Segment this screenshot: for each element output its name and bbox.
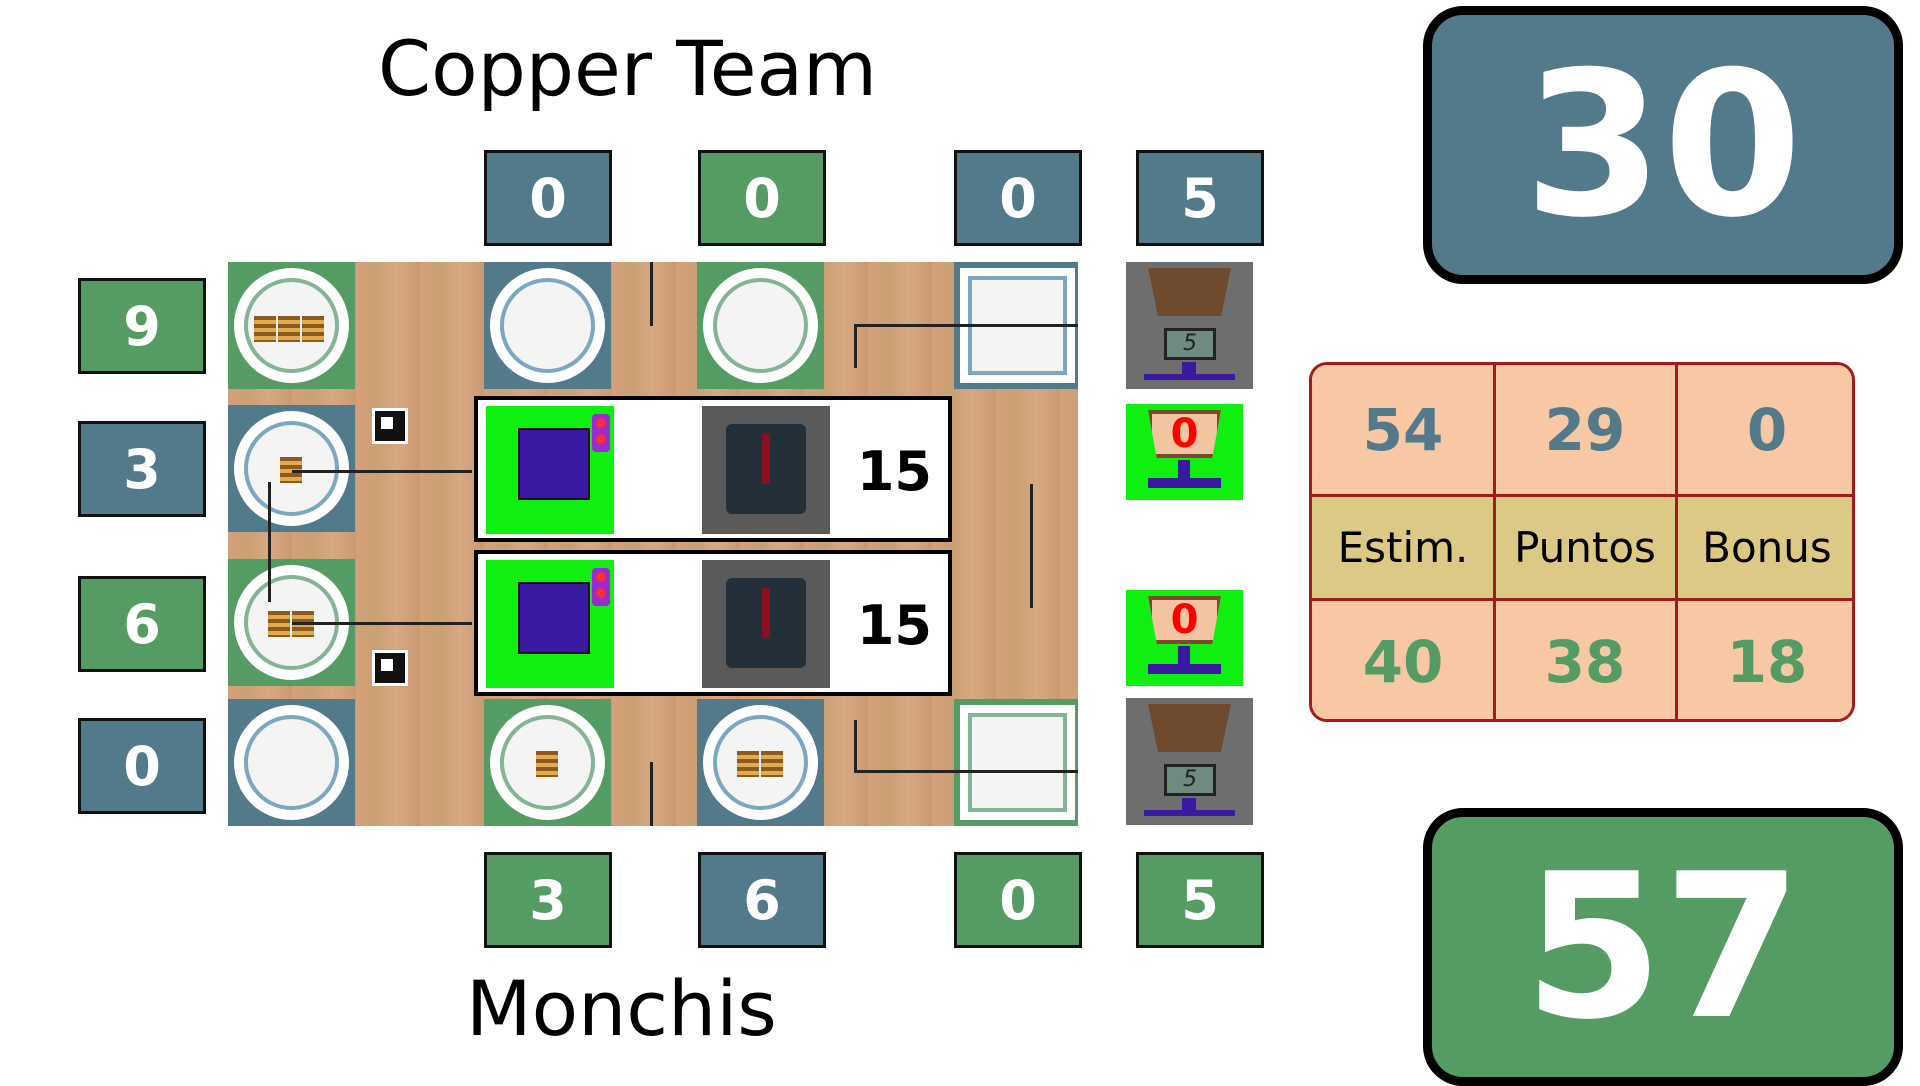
robot-number: 15 — [856, 440, 932, 503]
board-tile — [484, 699, 611, 826]
row-counter: 9 — [78, 278, 206, 374]
marker-icon — [372, 650, 408, 686]
bottom-team-name: Monchis — [466, 964, 777, 1053]
path-line — [292, 622, 472, 625]
path-line — [854, 324, 1078, 327]
row-counter: 6 — [78, 576, 206, 672]
top-team-score: 30 — [1423, 6, 1903, 284]
plate-icon — [490, 268, 605, 383]
top-column-counter: 5 — [1136, 150, 1264, 246]
board-tile — [228, 405, 355, 532]
row-counter: 3 — [78, 421, 206, 517]
path-line — [292, 470, 472, 473]
bottom-column-counter: 0 — [954, 852, 1082, 948]
bottom-column-counter: 3 — [484, 852, 612, 948]
dark-robot-icon — [702, 406, 830, 534]
path-line — [854, 720, 857, 772]
path-line — [650, 262, 653, 326]
top-bonus-cell: 0 — [1676, 365, 1852, 495]
bonus-label: Bonus — [1676, 495, 1852, 599]
green-scale-icon: 0 — [1126, 404, 1243, 500]
scale-display: 5 — [1164, 328, 1216, 360]
scale-icon: 5 — [1126, 262, 1253, 389]
bottom-team-score: 57 — [1423, 808, 1903, 1086]
plate-icon — [234, 411, 349, 526]
green-robot-icon — [486, 560, 614, 688]
scale-display: 5 — [1164, 764, 1216, 796]
top-column-counter: 0 — [698, 150, 826, 246]
food-icon — [280, 457, 302, 483]
board-tile — [484, 262, 611, 389]
bottom-bonus-cell: 18 — [1676, 599, 1852, 719]
path-line — [854, 324, 857, 368]
marker-icon — [372, 408, 408, 444]
points-label: Puntos — [1494, 495, 1676, 599]
path-line — [268, 482, 271, 602]
bottom-column-counter: 5 — [1136, 852, 1264, 948]
estimate-label: Estim. — [1312, 495, 1494, 599]
score-table: 54 29 0 Estim. Puntos Bonus 40 38 18 — [1309, 362, 1855, 722]
bottom-estimate-cell: 40 — [1312, 599, 1494, 719]
green-scale-value: 0 — [1170, 411, 1199, 457]
food-icon — [536, 751, 558, 777]
bottom-points-cell: 38 — [1494, 599, 1676, 719]
plate-icon — [703, 268, 818, 383]
green-scale-icon: 0 — [1126, 590, 1243, 686]
plate-icon — [703, 705, 818, 820]
path-line — [1030, 484, 1033, 608]
green-robot-icon — [486, 406, 614, 534]
scale-icon: 5 — [1126, 698, 1253, 825]
dark-robot-icon — [702, 560, 830, 688]
food-icon — [737, 751, 783, 777]
row-counter: 0 — [78, 718, 206, 814]
plate-icon — [234, 705, 349, 820]
top-estimate-cell: 54 — [1312, 365, 1494, 495]
top-column-counter: 0 — [484, 150, 612, 246]
tray-icon — [960, 705, 1075, 820]
robot-card: 15 — [474, 550, 952, 696]
green-scale-value: 0 — [1170, 597, 1199, 643]
game-board — [228, 262, 1078, 826]
board-tile — [697, 699, 824, 826]
robot-card: 15 — [474, 396, 952, 542]
food-icon — [254, 316, 324, 342]
top-points-cell: 29 — [1494, 365, 1676, 495]
board-tile — [697, 262, 824, 389]
bottom-column-counter: 6 — [698, 852, 826, 948]
robot-number: 15 — [856, 594, 932, 657]
path-line — [854, 770, 1078, 773]
top-column-counter: 0 — [954, 150, 1082, 246]
top-team-name: Copper Team — [378, 24, 878, 113]
board-tile — [228, 262, 355, 389]
board-tile — [954, 699, 1078, 826]
board-tile — [228, 699, 355, 826]
path-line — [650, 762, 653, 826]
